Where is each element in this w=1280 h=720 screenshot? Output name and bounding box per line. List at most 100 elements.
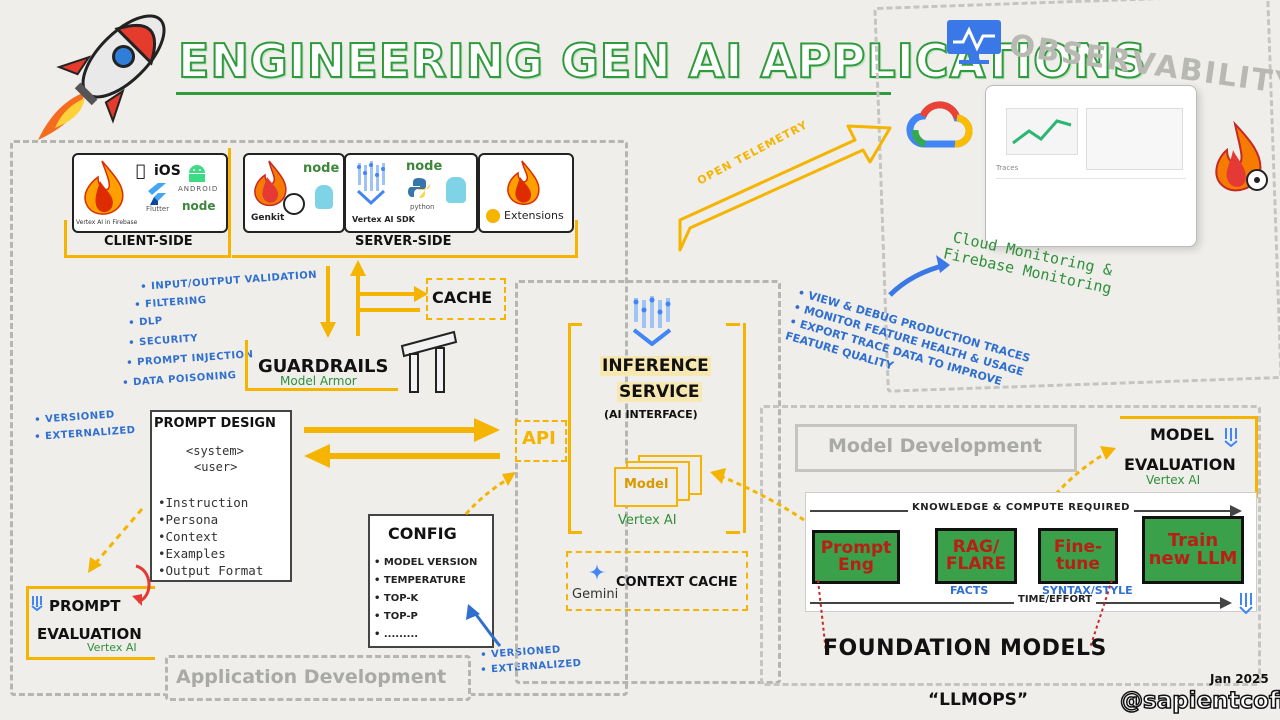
observability-arrow [880, 225, 960, 305]
prompt-design-item-2: •Persona [158, 512, 219, 527]
server-side-label: SERVER-SIDE [355, 234, 452, 249]
prompt-design-item-1: •Instruction [158, 495, 249, 510]
prompt-evaluation-box: PROMPT EVALUATION Vertex AI [26, 586, 155, 660]
guardrails-item-6: • DATA POISONING [122, 370, 237, 389]
prompt-evaluation-line2: EVALUATION [37, 625, 142, 643]
foundation-vertex-icon [1238, 592, 1256, 615]
prompt-design-item-4: •Examples [158, 546, 226, 561]
flutter-icon [146, 183, 166, 205]
model-eval-vertex-icon [1224, 427, 1240, 448]
prompt-design-item-3: •Context [158, 529, 219, 544]
foundation-models-label: FOUNDATION MODELS [823, 636, 1107, 661]
model-development-frame [760, 405, 1261, 686]
config-title: CONFIG [388, 524, 457, 543]
cache-box [426, 278, 506, 320]
inference-vertex-icon [630, 294, 680, 347]
android-label: ANDROID [178, 185, 219, 193]
android-icon [186, 161, 208, 183]
firebase-genkit-icon [1205, 120, 1275, 200]
gopher-icon [315, 185, 333, 209]
inference-line3: (AI INTERFACE) [604, 408, 698, 421]
model-to-inference-arrow [710, 468, 805, 522]
inference-bracket-top-right [726, 323, 740, 326]
node-label: node [182, 199, 216, 213]
gemini-icon [588, 563, 606, 581]
prompt-design-items: •Instruction •Persona •Context •Examples… [158, 494, 263, 579]
guardrails-title: GUARDRAILS [258, 356, 389, 377]
api-label: API [522, 428, 556, 449]
author-label: @sapientcoffee [1119, 687, 1280, 715]
client-side-bracket-right [228, 148, 231, 258]
node-sdk-label: node [406, 159, 443, 174]
genkit-icon [251, 159, 291, 209]
prompt-design-user: <user> [194, 460, 238, 474]
inference-bracket-bottom-left [568, 531, 582, 534]
config-item-5: • ......... [374, 629, 419, 640]
prompt-eval-vertex-icon [31, 595, 45, 612]
knowledge-label: KNOWLEDGE & COMPUTE REQUIRED [908, 502, 1134, 513]
prompt-evaluation-platform: Vertex AI [87, 641, 137, 654]
apple-icon:  [136, 161, 146, 180]
rocket-icon [10, 0, 180, 150]
dashboard-traces-rows [996, 178, 1186, 234]
extensions-logo-box: Extensions [478, 153, 574, 233]
inference-line2: SERVICE [617, 382, 702, 402]
prompt-api-arrows [304, 418, 500, 468]
foundation-red-dashes [817, 579, 1113, 653]
model-development-label-box: Model Development [795, 424, 1077, 472]
config-item-3: • TOP-K [374, 593, 419, 604]
dashboard-screenshot: Traces [985, 85, 1197, 247]
prompt-design-title: PROMPT DESIGN [154, 416, 276, 431]
prompt-evaluation-line1: PROMPT [49, 597, 121, 615]
google-cloud-icon [905, 100, 973, 150]
api-box: API [515, 420, 567, 462]
llmops-label: “LLMOPS” [928, 690, 1029, 710]
gemini-label: Gemini [572, 587, 619, 602]
server-side-bracket [232, 255, 577, 258]
node-server-label: node [303, 161, 340, 176]
context-cache-label: CONTEXT CACHE [616, 575, 738, 590]
dashboard-traces-label: Traces [996, 164, 1019, 172]
inference-bracket-top-left [568, 323, 582, 326]
prompt-design-system: <system> [186, 444, 244, 458]
stage-fine-tune: Fine- tune [1038, 528, 1118, 584]
dashboard-chart [1006, 108, 1078, 155]
config-item-2: • TEMPERATURE [374, 575, 466, 586]
extensions-firebase-icon [502, 159, 546, 207]
feedback-loop-icon [128, 562, 158, 606]
date-label: Jan 2025 [1210, 672, 1269, 686]
python-icon [408, 177, 430, 199]
inference-platform: Vertex AI [618, 513, 677, 528]
model-card-front: Model [614, 467, 678, 507]
inference-frame [515, 280, 781, 684]
prompt-evaluation-arrow [88, 508, 144, 573]
client-side-logos: Vertex AI in Firebase  iOS Flutter ANDR… [72, 153, 228, 233]
model-cards: Model [612, 455, 702, 507]
context-cache-box: Gemini CONTEXT CACHE [566, 551, 748, 611]
application-development-label-box: Application Development [165, 655, 471, 701]
config-box: CONFIG • MODEL VERSION • TEMPERATURE • T… [368, 514, 494, 648]
guardrails-bracket [245, 340, 398, 391]
barrier-icon [398, 328, 460, 394]
genkit-logo-box: Genkit node [243, 153, 345, 233]
knowledge-arrow-head [1230, 505, 1242, 517]
extensions-icon [486, 209, 500, 223]
python-label: python [410, 203, 435, 211]
stage-prompt-eng: Prompt Eng [812, 530, 900, 584]
server-side-bracket-right [575, 220, 578, 258]
vertex-sdk-logo-box: Vertex AI SDK node python [344, 153, 478, 233]
time-label: TIME/EFFORT [1014, 594, 1097, 605]
model-evaluation-arrow [1054, 446, 1116, 495]
model-evaluation-platform: Vertex AI [1146, 473, 1201, 487]
client-side-label: CLIENT-SIDE [104, 234, 193, 249]
title-underline [176, 92, 891, 95]
model-evaluation-box: MODEL EVALUATION Vertex AI [1120, 416, 1258, 498]
inference-line1: INFERENCE [600, 356, 711, 376]
inference-bracket-bottom-right [726, 531, 740, 534]
extensions-label: Extensions [504, 209, 564, 222]
guardrails-subtitle: Model Armor [280, 374, 357, 388]
prompt-design-note-2: • EXTERNALIZED [34, 424, 136, 443]
client-side-bracket [64, 255, 228, 258]
config-api-arrow [464, 472, 516, 515]
vertex-firebase-label: Vertex AI in Firebase [76, 219, 138, 226]
